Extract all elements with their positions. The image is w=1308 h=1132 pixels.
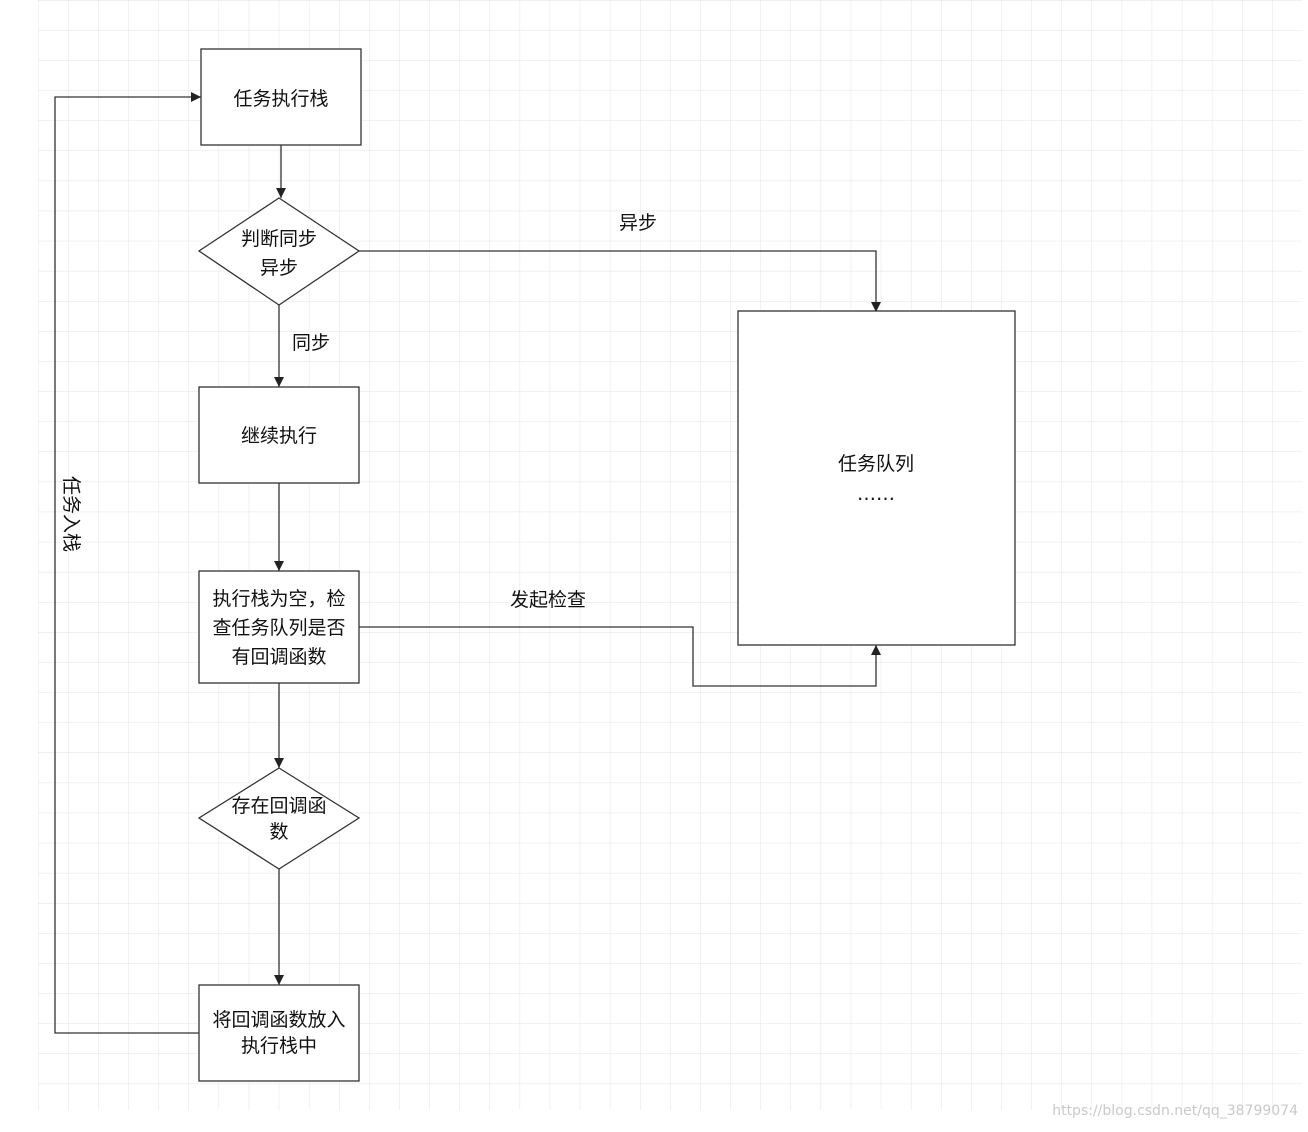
node-task-queue: 任务队列 …… <box>737 310 1016 646</box>
edge-label-push: 任务入栈 <box>60 476 82 552</box>
check-queue-line-1: 执行栈为空，检 <box>212 588 345 610</box>
node-push-callback: 将回调函数放入 执行栈中 <box>198 984 360 1082</box>
has-callback-line-1: 存在回调函 <box>231 795 326 817</box>
task-stack-label: 任务执行栈 <box>233 88 328 110</box>
task-queue-line-2: …… <box>857 483 895 505</box>
check-queue-line-2: 查任务队列是否 <box>212 617 345 639</box>
node-check-queue: 执行栈为空，检 查任务队列是否 有回调函数 <box>198 570 360 684</box>
edge-push-to-stack <box>54 92 201 1034</box>
has-callback-line-2: 数 <box>269 821 288 843</box>
judge-label-line-1: 判断同步 <box>241 228 317 250</box>
edge-label-check: 发起检查 <box>510 589 586 611</box>
task-queue-line-1: 任务队列 <box>838 453 914 475</box>
node-continue-exec: 继续执行 <box>198 386 360 484</box>
push-callback-line-2: 执行栈中 <box>241 1035 317 1057</box>
edge-judge-to-queue-async <box>359 250 881 312</box>
judge-label-line-2: 异步 <box>260 257 298 279</box>
node-judge-sync-async: 判断同步 异步 <box>197 197 361 306</box>
continue-exec-label: 继续执行 <box>241 425 317 447</box>
edge-label-async: 异步 <box>619 212 657 234</box>
check-queue-line-3: 有回调函数 <box>231 646 326 668</box>
edges <box>54 92 881 1034</box>
push-callback-line-1: 将回调函数放入 <box>212 1009 345 1031</box>
watermark: https://blog.csdn.net/qq_38799074 <box>1052 1103 1298 1119</box>
node-has-callback: 存在回调函 数 <box>197 767 361 870</box>
node-task-stack: 任务执行栈 <box>200 48 362 146</box>
edge-label-sync: 同步 <box>292 332 330 354</box>
edge-check-to-queue <box>359 626 881 687</box>
grid-background <box>38 0 1302 1110</box>
